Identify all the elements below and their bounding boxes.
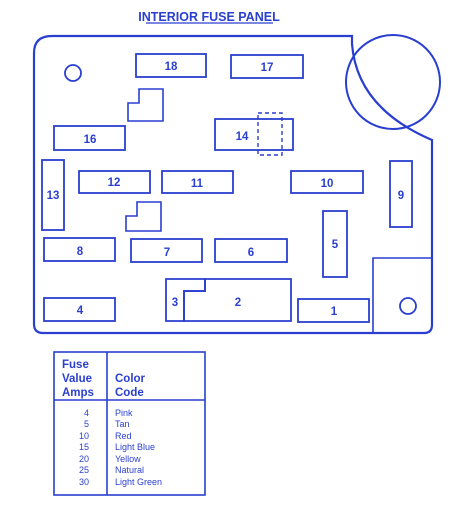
fuse-14-relay-outline bbox=[257, 112, 283, 156]
fuse-4-label: 4 bbox=[77, 305, 84, 317]
mounting-hole-top-left bbox=[64, 64, 82, 82]
fuse-17-label: 17 bbox=[261, 62, 274, 74]
fuse-18-label: 18 bbox=[165, 61, 178, 73]
fuse-18 bbox=[135, 53, 207, 78]
fuse-10-label: 10 bbox=[321, 178, 334, 190]
legend-color-cell: Yellow bbox=[115, 454, 141, 464]
fuse-16 bbox=[53, 125, 126, 151]
fuse-4 bbox=[43, 297, 116, 322]
fuse-9 bbox=[389, 160, 413, 228]
fuse-3-label: 3 bbox=[172, 297, 178, 309]
fuse-8-label: 8 bbox=[77, 246, 84, 258]
legend-amps-cell: 15 bbox=[79, 442, 89, 452]
legend-amps-cell: 20 bbox=[79, 454, 89, 464]
fuse-17 bbox=[230, 54, 304, 79]
legend-color-cell: Tan bbox=[115, 419, 130, 429]
fuse-1 bbox=[297, 298, 370, 323]
fuse-11-label: 11 bbox=[191, 178, 204, 190]
fuse-1-label: 1 bbox=[331, 306, 338, 318]
legend-amps-cell: 5 bbox=[84, 419, 89, 429]
fuse-12 bbox=[78, 170, 151, 194]
legend-color-cell: Light Blue bbox=[115, 442, 155, 452]
fuse-7-label: 7 bbox=[164, 247, 170, 259]
small-connector-upper bbox=[127, 88, 164, 122]
fuse-legend-table: Fuse Value Amps Color Code 4 Pink 5 Tan … bbox=[53, 351, 206, 496]
legend-color-cell: Light Green bbox=[115, 477, 162, 487]
fuse-6-label: 6 bbox=[248, 247, 254, 259]
legend-color-cell: Pink bbox=[115, 408, 133, 418]
legend-header-value: Value bbox=[62, 373, 92, 385]
round-relay bbox=[345, 34, 441, 130]
legend-amps-cell: 25 bbox=[79, 465, 89, 475]
mounting-hole-bottom-right bbox=[399, 297, 417, 315]
legend-border bbox=[53, 351, 206, 496]
fuse-5-label: 5 bbox=[332, 239, 339, 251]
fuse-14 bbox=[214, 118, 294, 151]
fuse-13 bbox=[41, 159, 65, 231]
legend-header-color: Color bbox=[115, 373, 146, 385]
diagram-title: INTERIOR FUSE PANEL bbox=[138, 10, 280, 24]
fuse-2 bbox=[183, 278, 292, 322]
legend-color-cell: Red bbox=[115, 431, 132, 441]
fuse-6 bbox=[214, 238, 288, 263]
small-connector-lower bbox=[125, 201, 162, 232]
panel-outline bbox=[32, 34, 434, 335]
fuse-8 bbox=[43, 237, 116, 262]
legend-header-fuse: Fuse bbox=[62, 359, 89, 371]
fuse-2-label: 2 bbox=[235, 297, 241, 309]
legend-amps-cell: 10 bbox=[79, 431, 89, 441]
legend-color-cell: Natural bbox=[115, 465, 144, 475]
fuse-10 bbox=[290, 170, 364, 194]
fuse-5 bbox=[322, 210, 348, 278]
legend-amps-cell: 4 bbox=[84, 408, 89, 418]
fuse-11 bbox=[161, 170, 234, 194]
legend-header-amps: Amps bbox=[62, 387, 94, 399]
fuse-7 bbox=[130, 238, 203, 263]
legend-amps-cell: 30 bbox=[79, 477, 89, 487]
fuse-14-label: 14 bbox=[236, 131, 249, 143]
corner-partition bbox=[372, 257, 432, 333]
fuse-16-label: 16 bbox=[84, 134, 97, 146]
fuse-12-label: 12 bbox=[108, 177, 121, 189]
legend-header-code: Code bbox=[115, 387, 144, 399]
fuse-13-label: 13 bbox=[47, 190, 60, 202]
fuse-9-label: 9 bbox=[398, 190, 404, 202]
